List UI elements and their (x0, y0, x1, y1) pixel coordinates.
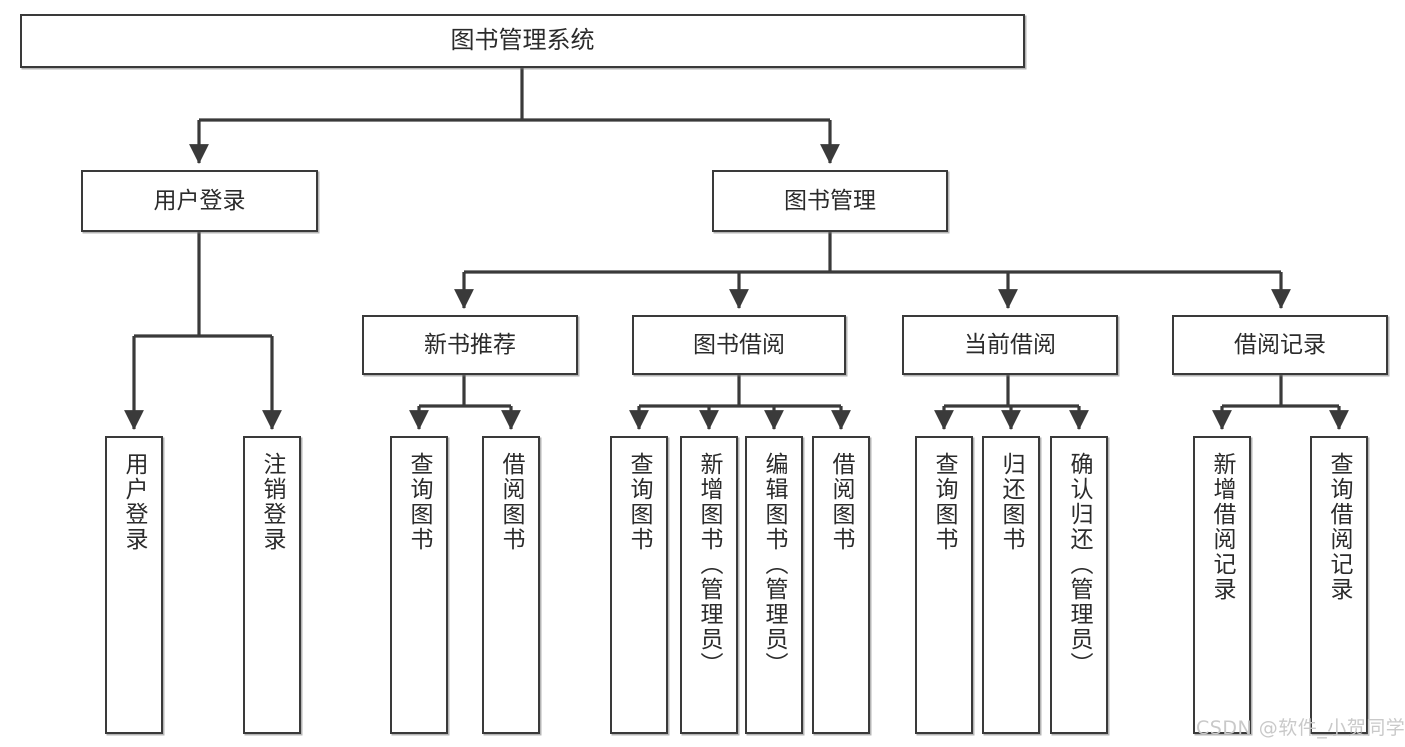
node-leaf-query-book-1-label: 查询图书 (406, 452, 433, 552)
node-user-login-label: 用户登录 (153, 187, 246, 214)
node-leaf-query-book-3[interactable]: 查询图书 (915, 436, 973, 734)
node-leaf-confirm-return-label: 确认归还（管理员） (1066, 452, 1093, 677)
node-leaf-query-book-2[interactable]: 查询图书 (610, 436, 668, 734)
node-leaf-query-record-label: 查询借阅记录 (1326, 452, 1353, 602)
node-book-borrow-label: 图书借阅 (693, 331, 785, 358)
node-leaf-borrow-book-1[interactable]: 借阅图书 (482, 436, 540, 734)
node-new-book-rec-label: 新书推荐 (424, 331, 516, 358)
node-book-borrow[interactable]: 图书借阅 (632, 315, 846, 375)
node-leaf-confirm-return[interactable]: 确认归还（管理员） (1050, 436, 1108, 734)
node-leaf-edit-book-label: 编辑图书（管理员） (761, 452, 788, 677)
node-leaf-add-book-label: 新增图书（管理员） (696, 452, 723, 677)
node-leaf-user-login-label: 用户登录 (121, 452, 148, 552)
node-leaf-return-book[interactable]: 归还图书 (982, 436, 1040, 734)
node-current-borrow-label: 当前借阅 (964, 331, 1056, 358)
node-leaf-query-book-1[interactable]: 查询图书 (390, 436, 448, 734)
node-leaf-user-logout-label: 注销登录 (259, 452, 286, 552)
node-book-manage-label: 图书管理 (784, 187, 876, 214)
node-leaf-edit-book[interactable]: 编辑图书（管理员） (745, 436, 803, 734)
node-book-manage[interactable]: 图书管理 (712, 170, 948, 232)
node-leaf-add-book[interactable]: 新增图书（管理员） (680, 436, 738, 734)
node-leaf-borrow-book-1-label: 借阅图书 (498, 452, 525, 552)
node-borrow-record[interactable]: 借阅记录 (1172, 315, 1388, 375)
node-leaf-user-logout[interactable]: 注销登录 (243, 436, 301, 734)
node-leaf-borrow-book-2[interactable]: 借阅图书 (812, 436, 870, 734)
node-leaf-query-record[interactable]: 查询借阅记录 (1310, 436, 1368, 734)
node-new-book-rec[interactable]: 新书推荐 (362, 315, 578, 375)
node-leaf-add-record[interactable]: 新增借阅记录 (1193, 436, 1251, 734)
node-user-login[interactable]: 用户登录 (81, 170, 318, 232)
node-leaf-query-book-2-label: 查询图书 (626, 452, 653, 552)
node-root-label: 图书管理系统 (450, 26, 595, 55)
csdn-watermark: CSDN @软件_小贺同学 (1196, 717, 1405, 739)
node-leaf-user-login[interactable]: 用户登录 (105, 436, 163, 734)
node-leaf-query-book-3-label: 查询图书 (931, 452, 958, 552)
node-leaf-borrow-book-2-label: 借阅图书 (828, 452, 855, 552)
node-leaf-return-book-label: 归还图书 (998, 452, 1025, 552)
node-root[interactable]: 图书管理系统 (20, 14, 1025, 68)
node-borrow-record-label: 借阅记录 (1234, 331, 1326, 358)
node-leaf-add-record-label: 新增借阅记录 (1209, 452, 1236, 602)
node-current-borrow[interactable]: 当前借阅 (902, 315, 1118, 375)
